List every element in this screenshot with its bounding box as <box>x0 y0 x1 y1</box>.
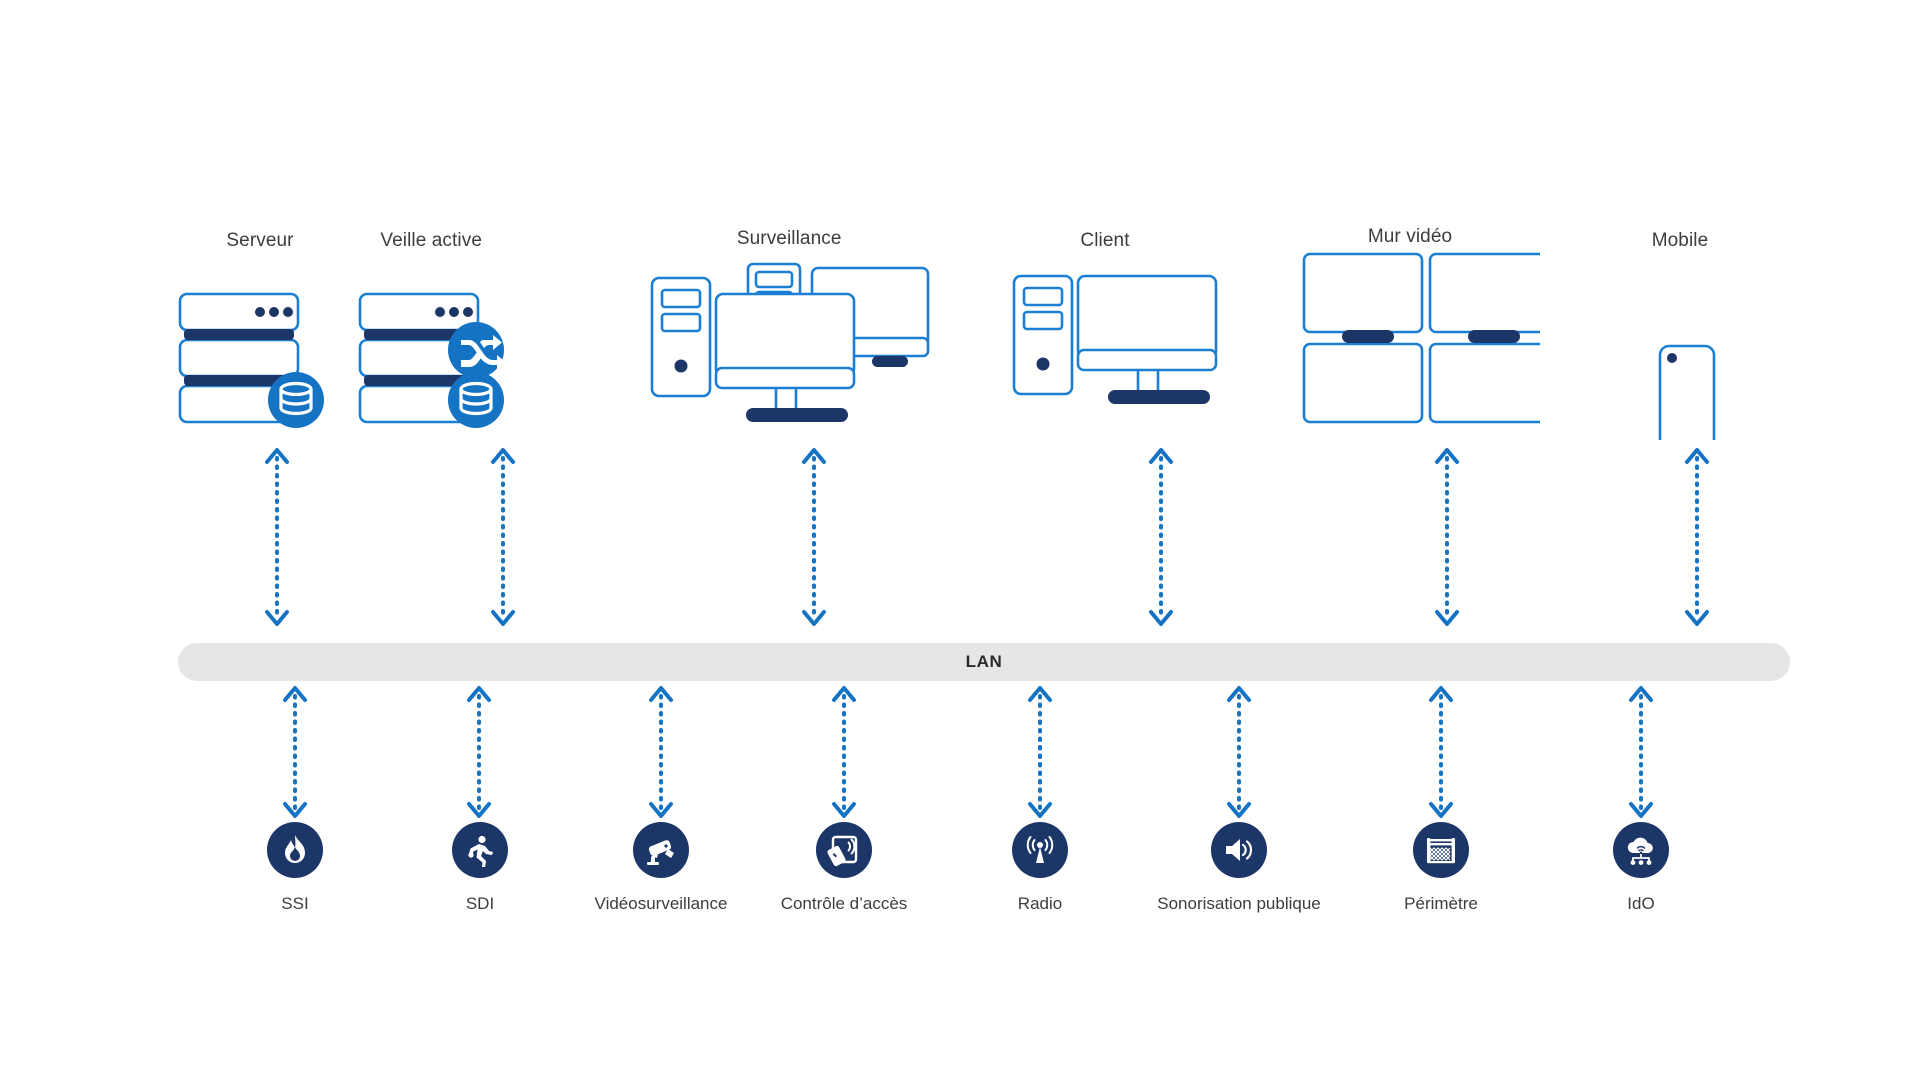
server-stack-icon <box>178 292 324 428</box>
service-sonorisation-publique[interactable]: Sonorisation publique <box>1157 822 1321 932</box>
cctv-camera-icon-circle <box>633 822 689 878</box>
lan-bus-bar: LAN <box>178 643 1790 681</box>
node-surveillance[interactable]: Surveillance <box>650 228 940 438</box>
badge-reader-icon <box>827 835 858 867</box>
service-radio-label: Radio <box>1017 894 1063 913</box>
service-videosurveillance[interactable]: Vidéosurveillance <box>595 822 727 932</box>
smartphone-icon <box>1658 344 1716 440</box>
connector-arrow-radio <box>1028 686 1052 818</box>
database-badge <box>448 372 504 428</box>
connector-arrow-serveur <box>265 448 289 626</box>
service-videosurveillance-label: Vidéosurveillance <box>594 894 728 913</box>
flame-icon-circle <box>267 822 323 878</box>
fence-icon-circle <box>1413 822 1469 878</box>
lan-label: LAN <box>965 652 1003 671</box>
service-controle-d-acces[interactable]: Contrôle d’accès <box>781 822 907 932</box>
radio-antenna-icon <box>1026 836 1054 863</box>
node-mur-video[interactable]: Mur vidéo <box>1280 226 1540 436</box>
node-serveur[interactable]: Serveur <box>150 230 370 440</box>
connector-arrow-veille-active <box>491 448 515 626</box>
connector-arrow-surveillance <box>802 448 826 626</box>
loudspeaker-icon <box>1226 839 1253 861</box>
radio-antenna-icon-circle <box>1012 822 1068 878</box>
node-mobile-label: Mobile <box>1651 230 1709 251</box>
node-client-label: Client <box>1080 230 1130 251</box>
node-veille-active[interactable]: Veille active <box>330 230 560 440</box>
fence-icon <box>1427 838 1455 864</box>
connector-arrow-mur-video <box>1435 448 1459 626</box>
cloud-iot-icon <box>1627 837 1653 865</box>
service-ido[interactable]: IdO <box>1581 822 1701 932</box>
connector-arrow-ido <box>1629 686 1653 818</box>
sync-badge <box>448 322 506 378</box>
node-mobile[interactable]: Mobile <box>1610 230 1750 440</box>
cloud-iot-icon-circle <box>1613 822 1669 878</box>
service-ido-label: IdO <box>1627 894 1655 913</box>
service-sdi-label: SDI <box>465 894 495 913</box>
service-sdi[interactable]: SDI <box>420 822 540 932</box>
connector-arrow-mobile <box>1685 448 1709 626</box>
connector-arrow-sonorisation-publique <box>1227 686 1251 818</box>
connector-arrow-sdi <box>467 686 491 818</box>
connector-arrow-perimetre <box>1429 686 1453 818</box>
service-ssi[interactable]: SSI <box>235 822 355 932</box>
connector-arrow-controle-d-acces <box>832 686 856 818</box>
running-person-icon <box>468 835 493 867</box>
connector-arrow-client <box>1149 448 1173 626</box>
multi-monitor-workstation-icon <box>650 262 930 422</box>
running-person-icon-circle <box>452 822 508 878</box>
cctv-camera-icon <box>647 840 674 865</box>
connector-arrow-ssi <box>283 686 307 818</box>
service-ssi-label: SSI <box>281 894 309 913</box>
server-stack-icon <box>358 292 506 428</box>
service-sonorisation-publique-label: Sonorisation publique <box>1157 894 1321 913</box>
node-veille-active-label: Veille active <box>380 230 482 251</box>
node-serveur-label: Serveur <box>226 230 294 251</box>
video-wall-icon <box>1302 252 1540 424</box>
desktop-workstation-icon <box>1012 274 1218 404</box>
badge-reader-icon-circle <box>816 822 872 878</box>
flame-icon <box>285 835 305 863</box>
service-perimetre-label: Périmètre <box>1404 894 1478 913</box>
loudspeaker-icon-circle <box>1211 822 1267 878</box>
node-mur-video-label: Mur vidéo <box>1367 226 1453 247</box>
node-surveillance-label: Surveillance <box>736 228 842 249</box>
database-badge <box>268 372 324 428</box>
connector-arrow-videosurveillance <box>649 686 673 818</box>
service-radio[interactable]: Radio <box>980 822 1100 932</box>
node-client[interactable]: Client <box>990 230 1220 440</box>
service-perimetre[interactable]: Périmètre <box>1381 822 1501 932</box>
service-controle-d-acces-label: Contrôle d’accès <box>780 894 908 913</box>
